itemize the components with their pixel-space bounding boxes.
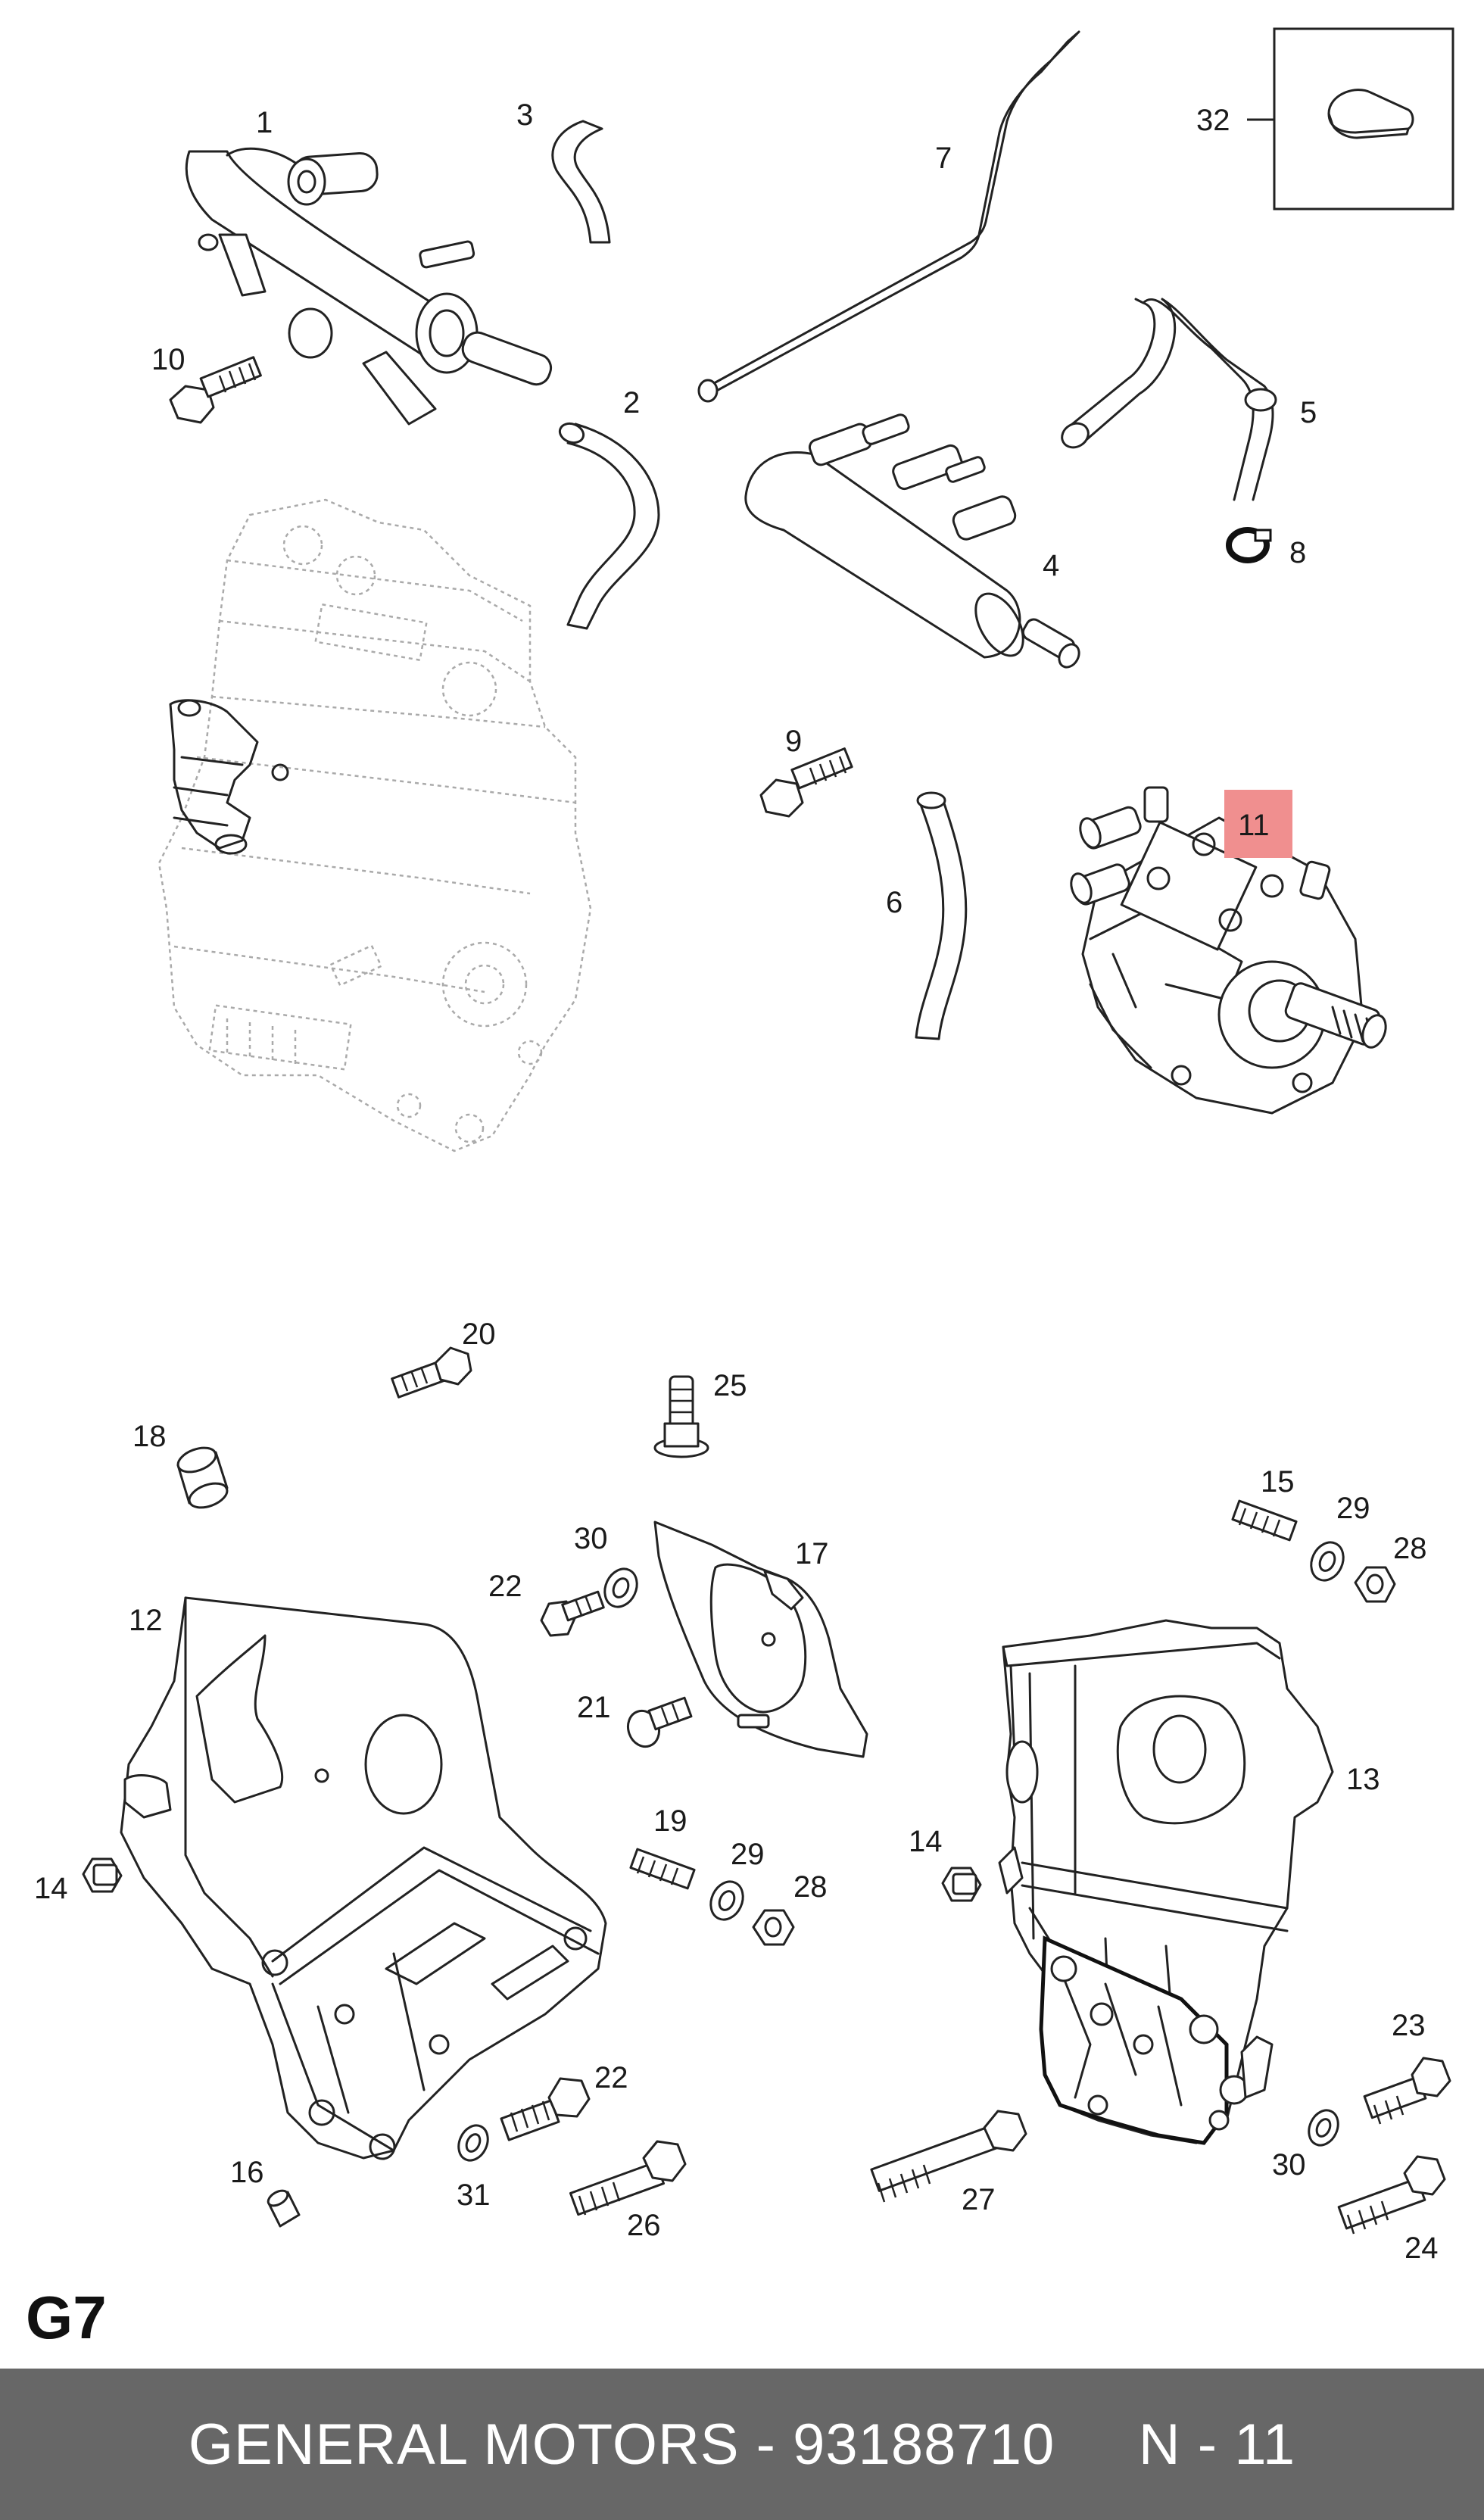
callout-17: 17	[795, 1537, 829, 1570]
part-30-washer-lower	[1308, 2109, 1339, 2147]
part-27-bolt	[870, 2110, 1027, 2203]
callout-25: 25	[713, 1369, 747, 1402]
part-8-clamp	[1226, 527, 1272, 563]
callout-26: 26	[627, 2209, 661, 2242]
callout-19: 19	[653, 1804, 687, 1838]
part-22-bolt	[540, 1590, 605, 1637]
callout-29b: 29	[731, 1838, 765, 1871]
part-1-fuel-rail	[185, 147, 553, 426]
callout-6: 6	[886, 886, 903, 919]
callout-23: 23	[1392, 2009, 1426, 2042]
callout-27: 27	[962, 2183, 996, 2216]
part-28-nut	[1354, 1566, 1396, 1603]
callout-14a: 14	[34, 1872, 68, 1905]
callout-2: 2	[623, 386, 640, 419]
callout-15: 15	[1261, 1465, 1295, 1499]
part-18-sleeve	[176, 1446, 229, 1509]
callout-24: 24	[1404, 2232, 1439, 2265]
callout-3: 3	[516, 98, 533, 132]
footer-text: GENERAL MOTORS - 93188710 N - 11	[188, 2412, 1296, 2477]
part-14-plug-right	[941, 1867, 982, 1902]
part-30-washer	[603, 1567, 638, 1608]
exploded-parts-diagram: 1 3 7 32 10 2 5 8	[34, 27, 1454, 2265]
callout-28a: 28	[1393, 1532, 1427, 1565]
callout-30b: 30	[1272, 2148, 1306, 2182]
part-2-hose	[566, 423, 660, 630]
callout-1: 1	[256, 106, 273, 139]
callout-18: 18	[132, 1420, 167, 1453]
part-21-bolt	[626, 1696, 693, 1748]
callout-11-highlight	[1224, 790, 1292, 858]
part-15-stud	[1231, 1499, 1298, 1542]
callout-31: 31	[457, 2178, 491, 2212]
callout-28b: 28	[793, 1870, 828, 1904]
part-31-washer	[457, 2124, 489, 2162]
callout-13: 13	[1346, 1763, 1380, 1796]
part-4-filter-housing	[744, 413, 1080, 669]
footer-bar: GENERAL MOTORS - 93188710 N - 11	[0, 2369, 1484, 2520]
callout-5: 5	[1300, 396, 1317, 429]
callout-21: 21	[577, 1691, 611, 1724]
part-20-bolt	[391, 1346, 472, 1399]
part-23-bolt	[1363, 2057, 1451, 2125]
engine-block-illustration	[157, 498, 592, 1152]
callout-16: 16	[230, 2156, 264, 2189]
callout-22a: 22	[488, 1570, 522, 1603]
callout-30a: 30	[574, 1522, 608, 1555]
callout-29a: 29	[1336, 1492, 1370, 1525]
part-12-timing-cover	[120, 1596, 607, 2160]
callout-9: 9	[785, 725, 802, 758]
part-19-stud	[629, 1848, 696, 1890]
part-13-engine-mount-bracket	[998, 1619, 1334, 2145]
part-25-bolt	[653, 1375, 709, 1458]
part-9-bolt	[759, 747, 853, 818]
part-5-hose	[1066, 298, 1274, 501]
part-16-dowel	[267, 2189, 301, 2228]
callout-7: 7	[935, 142, 952, 175]
callout-10: 10	[151, 343, 186, 376]
part-24-bolt	[1337, 2155, 1446, 2235]
callout-14b: 14	[909, 1825, 943, 1858]
part-11-fuel-pump	[1070, 786, 1387, 1115]
callout-22b: 22	[594, 2061, 628, 2094]
part-17-bracket	[653, 1520, 868, 1758]
callout-20: 20	[462, 1318, 496, 1351]
part-6-hose	[915, 797, 968, 1040]
part-26-bolt	[569, 2140, 687, 2216]
callout-32: 32	[1196, 104, 1230, 137]
part-10-bolt	[169, 356, 262, 424]
part-29-washer-lower	[709, 1880, 744, 1921]
page-label: G7	[26, 2284, 107, 2351]
part-28-nut-lower	[752, 1909, 795, 1946]
callout-11: 11	[1238, 809, 1270, 842]
callout-4: 4	[1043, 549, 1059, 582]
part-3-hose	[551, 120, 611, 244]
callout-12: 12	[129, 1604, 163, 1637]
part-14-plug	[82, 1857, 123, 1893]
part-7-pipe	[703, 30, 1080, 399]
part-29-washer	[1310, 1541, 1345, 1582]
callout-8: 8	[1289, 536, 1306, 569]
part-32-inset-box	[1247, 27, 1454, 211]
part-22-bolt-lower	[500, 2077, 591, 2141]
